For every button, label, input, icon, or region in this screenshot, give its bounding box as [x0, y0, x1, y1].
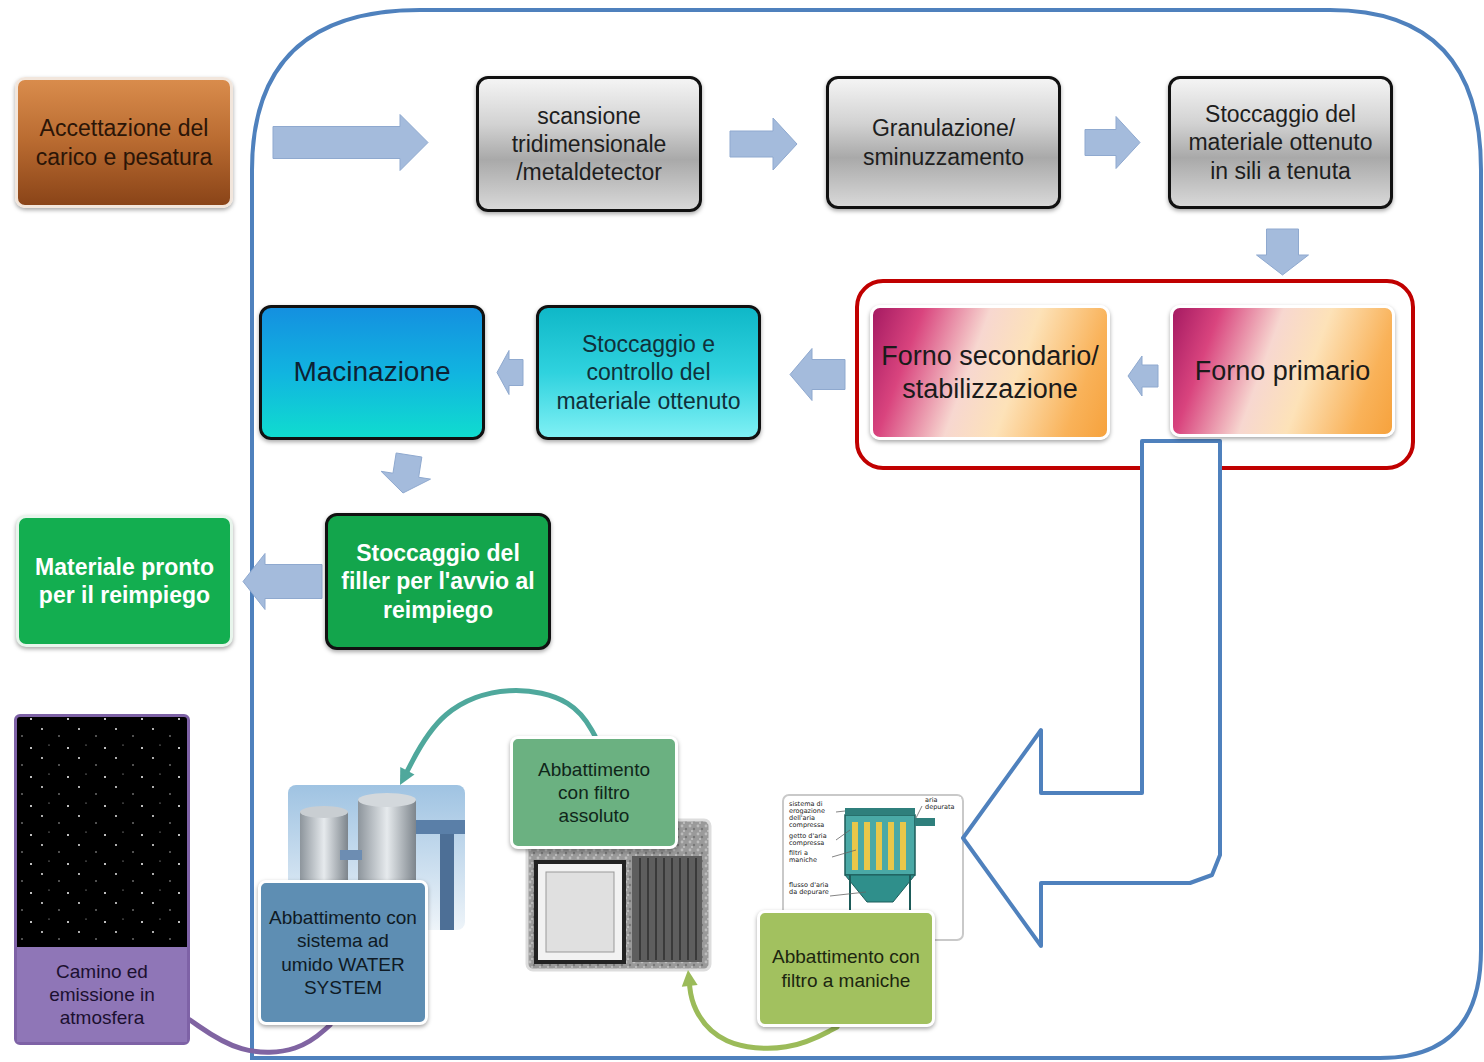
- box-label: Materiale pronto per il reimpiego: [27, 553, 222, 609]
- filter-bag: [888, 822, 894, 870]
- filter-bag: [900, 822, 906, 870]
- flow-arrow: [790, 349, 845, 401]
- intake-box: Accettazione del carico e pesatura: [15, 77, 233, 208]
- compressed-air-pipe: [845, 808, 915, 815]
- part-label: sistema di erogazione dell'aria compress…: [789, 801, 833, 830]
- duct: [416, 820, 465, 834]
- night-sky-picture: [17, 717, 187, 948]
- furnace-box: Forno secondario/ stabilizzazione: [870, 305, 1110, 440]
- pleated-filter: [632, 856, 702, 962]
- flow-arrow: [730, 118, 797, 170]
- tower-top: [358, 793, 416, 807]
- process-box-face: Granulazione/ sminuzzamento: [826, 76, 1061, 209]
- box-label: Granulazione/ sminuzzamento: [837, 114, 1050, 170]
- box-label: Forno primario: [1181, 355, 1384, 388]
- output-box: Materiale pronto per il reimpiego: [16, 515, 233, 647]
- block-arrow: [243, 554, 322, 610]
- filter-bag: [876, 822, 882, 870]
- flow-arrow: [1085, 117, 1140, 169]
- box-label: scansione tridimensionale /metaldetector: [487, 102, 691, 186]
- box-label: Abbattimento con filtro assoluto: [521, 758, 667, 828]
- filter-frame: [536, 862, 624, 962]
- storage-box: Stoccaggio del materiale ottenuto in sil…: [1168, 76, 1393, 209]
- furnace-box: Forno primario: [1170, 305, 1395, 437]
- flow-arrow: [273, 115, 428, 171]
- flow-arrow: [1128, 356, 1158, 396]
- treatment-card-face: Abbattimento con filtro a maniche: [757, 910, 935, 1027]
- block-arrow: [730, 118, 797, 170]
- grinding-box-face: Macinazione: [259, 305, 485, 440]
- filler-box: Stoccaggio del filler per l'avvio al rei…: [325, 513, 551, 650]
- treatment-card: Abbattimento con filtro assoluto: [510, 736, 710, 970]
- storage-box-face: Stoccaggio e controllo del materiale ott…: [536, 305, 761, 440]
- clean-air-outlet: [915, 818, 935, 826]
- filter-bag: [864, 822, 870, 870]
- part-label: filtri a maniche: [789, 850, 829, 864]
- box-label: Abbattimento con sistema ad umido WATER …: [269, 906, 417, 999]
- process-boundary: [252, 10, 1481, 1058]
- block-arrow: [1257, 229, 1309, 275]
- part-label: flusso d'aria da depurare: [789, 882, 829, 896]
- flow-arrow: [1257, 229, 1309, 275]
- flow-arrow: [243, 554, 322, 610]
- box-label: Stoccaggio e controllo del materiale ott…: [547, 330, 750, 414]
- block-arrow: [273, 115, 428, 171]
- box-label: Accettazione del carico e pesatura: [26, 114, 222, 170]
- box-label: Macinazione: [270, 355, 474, 389]
- treatment-card: Abbattimento con filtro a maniche: [757, 795, 963, 1027]
- filter-bag: [852, 822, 858, 870]
- duct: [340, 850, 362, 860]
- outline-arrow: [963, 441, 1220, 946]
- star-field: [17, 717, 187, 948]
- block-arrow: [1128, 356, 1158, 396]
- treatment-card-face: Abbattimento con sistema ad umido WATER …: [258, 880, 428, 1025]
- box-label: Stoccaggio del materiale ottenuto in sil…: [1179, 100, 1382, 184]
- box-label: Forno secondario/ stabilizzazione: [881, 340, 1099, 406]
- block-arrow: [790, 349, 845, 401]
- block-arrow: [497, 351, 523, 395]
- storage-box-face: Stoccaggio del materiale ottenuto in sil…: [1168, 76, 1393, 209]
- block-arrow: [381, 453, 430, 493]
- part-label: getto d'aria compressa: [789, 833, 833, 847]
- stack-card-face: Camino ed emissione in atmosfera: [17, 947, 187, 1042]
- block-arrow: [1085, 117, 1140, 169]
- process-box: Granulazione/ sminuzzamento: [826, 76, 1061, 209]
- arrow-head: [682, 970, 698, 987]
- filter-housing: [845, 815, 915, 875]
- tower-top: [300, 806, 348, 818]
- housing-legs: [850, 875, 910, 912]
- arrow-head: [400, 767, 414, 785]
- filter-pleats: [640, 858, 696, 960]
- furnace-group-frame: [857, 281, 1413, 468]
- furnace-box-face: Forno secondario/ stabilizzazione: [870, 305, 1110, 440]
- sky-background: [17, 717, 187, 948]
- furnace-box-face: Forno primario: [1170, 305, 1395, 437]
- box-label: Stoccaggio del filler per l'avvio al rei…: [336, 539, 540, 623]
- treatment-card-face: Abbattimento con filtro assoluto: [510, 736, 678, 849]
- filter-media: [546, 872, 614, 952]
- flow-arrow: [381, 453, 430, 493]
- stack-card: Camino ed emissione in atmosfera: [14, 714, 190, 1045]
- treatment-card: Abbattimento con sistema ad umido WATER …: [258, 785, 465, 1025]
- box-label: Abbattimento con filtro a maniche: [768, 945, 924, 991]
- dust-hopper: [845, 875, 915, 902]
- filler-box-face: Stoccaggio del filler per l'avvio al rei…: [325, 513, 551, 650]
- duct: [440, 834, 454, 930]
- output-box-face: Materiale pronto per il reimpiego: [16, 515, 233, 647]
- process-box: scansione tridimensionale /metaldetector: [476, 76, 702, 212]
- process-box-face: scansione tridimensionale /metaldetector: [476, 76, 702, 212]
- flow-arrow: [497, 351, 523, 395]
- box-label: Camino ed emissione in atmosfera: [25, 960, 179, 1030]
- storage-box: Stoccaggio e controllo del materiale ott…: [536, 305, 761, 440]
- leader-lines: [830, 806, 922, 896]
- part-label: aria depurata: [925, 797, 961, 811]
- intake-box-face: Accettazione del carico e pesatura: [15, 77, 233, 208]
- flow-arrow: [963, 441, 1220, 946]
- grinding-box: Macinazione: [259, 305, 485, 440]
